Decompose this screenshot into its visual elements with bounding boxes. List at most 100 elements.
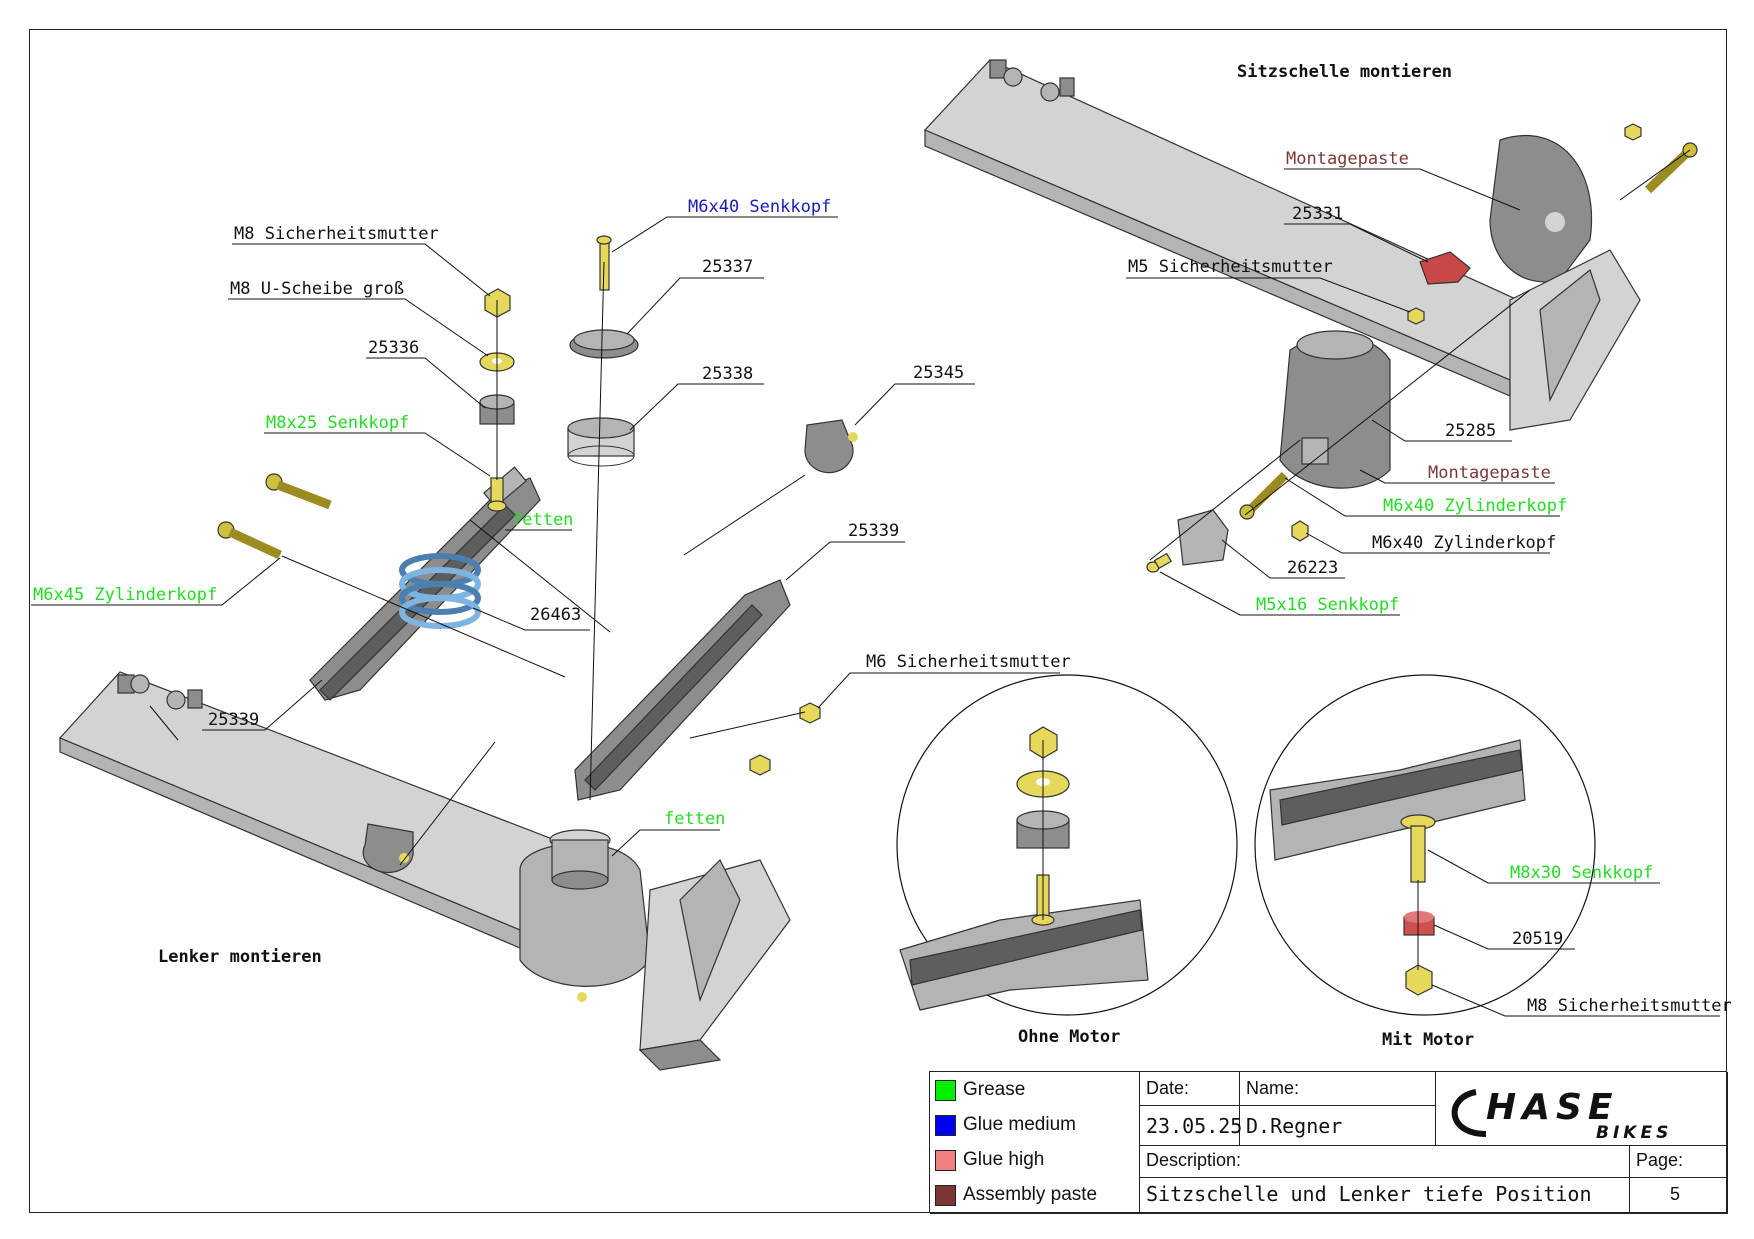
label-20519: 20519 [1512, 929, 1563, 949]
bolt-m5x16 [1146, 552, 1172, 573]
title-block: Grease Glue medium Glue high Assembly pa… [929, 1071, 1728, 1214]
date-value: 23.05.25 [1146, 1114, 1243, 1138]
label-25338: 25338 [702, 364, 753, 384]
legend-label: Glue medium [963, 1114, 1076, 1135]
clamp-25345 [804, 419, 858, 474]
fork-dropout [638, 858, 791, 1071]
label-m6x40-zyl-b: M6x40 Zylinderkopf [1372, 533, 1556, 553]
detail-mit-motor [1254, 674, 1596, 1016]
title-handlebar: Lenker montieren [158, 947, 322, 967]
label-paste-2: Montagepaste [1428, 463, 1551, 483]
caption-mit-motor: Mit Motor [1382, 1030, 1474, 1050]
m5-nut [1407, 307, 1425, 325]
legend-swatch [935, 1185, 956, 1206]
legend-item: Grease [930, 1072, 1140, 1107]
label-fetten-1: fetten [512, 510, 573, 530]
wedge-25331 [1419, 251, 1471, 285]
spring-26463 [399, 553, 481, 629]
label-m8-washer: M8 U-Scheibe groß [230, 279, 404, 299]
label-25339-a: 25339 [208, 710, 259, 730]
name-value: D.Regner [1246, 1114, 1343, 1138]
bolt-m6x40-senk [596, 235, 612, 291]
dropout-right [1509, 249, 1641, 431]
description-label-cell: Description: [1140, 1146, 1630, 1178]
page-label: Page: [1636, 1150, 1684, 1170]
label-25337: 25337 [702, 257, 753, 277]
hase-bikes-logo: HASE BIKES [1451, 1087, 1672, 1143]
date-label-cell: Date: [1140, 1072, 1240, 1106]
logo-sub: BIKES [1596, 1123, 1672, 1143]
seat-clamp-assembly [923, 59, 1698, 573]
label-26223: 26223 [1287, 558, 1338, 578]
label-m8-nut-2: M8 Sicherheitsmutter [1527, 996, 1732, 1016]
legend-swatch [935, 1115, 956, 1136]
clip-26223 [1177, 509, 1229, 566]
tube-end-fittings-right [989, 59, 1075, 102]
label-25285: 25285 [1445, 421, 1496, 441]
legend-swatch [935, 1150, 956, 1171]
name-value-cell: D.Regner [1240, 1106, 1436, 1146]
label-m5-nut: M5 Sicherheitsmutter [1128, 257, 1333, 277]
ring-25338 [567, 417, 635, 467]
clamp-25345-on-tube [362, 823, 414, 874]
label-26463: 26463 [530, 605, 581, 625]
page-label-cell: Page: [1630, 1146, 1728, 1178]
label-25345: 25345 [913, 363, 964, 383]
description-value-cell: Sitzschelle und Lenker tiefe Position [1140, 1178, 1630, 1214]
legend-label: Grease [963, 1079, 1026, 1100]
drawing-frame [29, 29, 1727, 1213]
m6-nut [799, 702, 821, 724]
name-label-cell: Name: [1240, 1072, 1436, 1106]
date-value-cell: 23.05.25 [1140, 1106, 1243, 1146]
head-tube-lug [519, 829, 651, 1002]
legend-item: Glue high [930, 1142, 1140, 1177]
bolt-right-top [1624, 123, 1698, 194]
bolt-m8x25 [487, 477, 507, 512]
description-value: Sitzschelle und Lenker tiefe Position [1146, 1182, 1592, 1206]
handlebar-assembly [58, 235, 858, 1071]
label-m6-nut: M6 Sicherheitsmutter [866, 652, 1071, 672]
bolt-m6x40-zyl-a [1239, 471, 1289, 520]
main-tube-right [923, 59, 1541, 381]
callouts: M8 Sicherheitsmutter M8 U-Scheibe groß 2… [31, 149, 1732, 1017]
cap-25337 [569, 329, 639, 359]
legend-label: Assembly paste [963, 1184, 1098, 1205]
main-tube-left [58, 671, 561, 931]
caption-ohne-motor: Ohne Motor [1018, 1027, 1120, 1047]
legend-item: Assembly paste [930, 1177, 1140, 1212]
description-label: Description: [1146, 1150, 1242, 1170]
label-25336: 25336 [368, 338, 419, 358]
date-label: Date: [1146, 1078, 1190, 1098]
label-fetten-2: fetten [664, 809, 725, 829]
label-m8-nut: M8 Sicherheitsmutter [234, 224, 439, 244]
logo-cell: HASE BIKES [1436, 1072, 1728, 1146]
page-value: 5 [1670, 1184, 1681, 1204]
bolt-upper-left [265, 473, 332, 510]
name-label: Name: [1246, 1078, 1300, 1098]
legend-label: Glue high [963, 1149, 1045, 1170]
label-m6x40-zyl-a: M6x40 Zylinderkopf [1383, 496, 1567, 516]
label-25339-b: 25339 [848, 521, 899, 541]
m6-nut-b [749, 754, 771, 776]
label-paste-1: Montagepaste [1286, 149, 1409, 169]
title-seat-clamp: Sitzschelle montieren [1237, 62, 1452, 82]
label-m6x40-senk: M6x40 Senkkopf [688, 197, 831, 217]
legend-swatch [935, 1080, 956, 1101]
clamp-25285 [1279, 330, 1391, 489]
label-m6x45: M6x45 Zylinderkopf [33, 585, 217, 605]
label-m5x16: M5x16 Senkkopf [1256, 595, 1399, 615]
label-m8x30: M8x30 Senkkopf [1510, 863, 1653, 883]
bolt-m6x45 [217, 521, 282, 560]
label-m8x25: M8x25 Senkkopf [266, 413, 409, 433]
logo-main: HASE [1486, 1087, 1619, 1128]
nut-m6-zyl-b [1291, 520, 1309, 542]
legend-panel: Grease Glue medium Glue high Assembly pa… [930, 1072, 1140, 1214]
legend-item: Glue medium [930, 1107, 1140, 1142]
detail-ohne-motor [896, 674, 1238, 1016]
tube-end-fittings [117, 674, 203, 741]
label-25331: 25331 [1292, 204, 1343, 224]
seat-clamp-body [1489, 135, 1593, 283]
stem-25339 [574, 579, 791, 801]
page-value-cell: 5 [1630, 1178, 1728, 1214]
